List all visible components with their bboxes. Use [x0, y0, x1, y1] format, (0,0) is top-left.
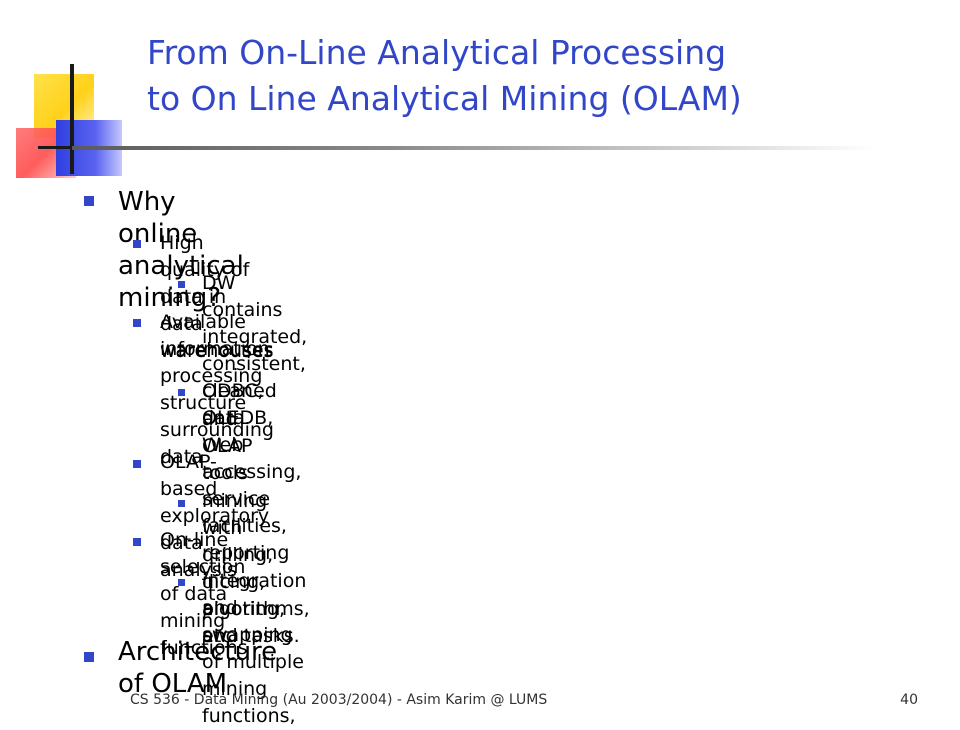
- bullet-mining-drilling: mining with drilling, dicing, pivoting, …: [202, 490, 286, 647]
- bullet-architecture-olam: Architecture of OLAM: [118, 637, 278, 699]
- bullet-available-info-line1: Available information processing structu…: [160, 311, 274, 468]
- bullet-why-online-mining: Why online analytical mining?: [118, 187, 244, 313]
- slide-number: 40: [900, 692, 918, 708]
- bullet-marker: [133, 460, 141, 468]
- bullet-marker: [133, 240, 141, 248]
- slide-title: From On-Line Analytical Processing to On…: [147, 30, 927, 122]
- bullet-odbc-line2: and OLAP tools: [202, 408, 253, 484]
- bullet-integration-line2: algorithms, and tasks.: [202, 598, 310, 647]
- bullet-high-quality-data: High quality of data in data warehouses: [160, 232, 274, 362]
- bullet-marker: [178, 389, 185, 396]
- bullet-marker: [133, 538, 141, 546]
- bullet-marker: [84, 652, 94, 662]
- bullet-marker: [178, 500, 185, 507]
- bullet-marker: [133, 319, 141, 327]
- footer-course-info: CS 536 - Data Mining (Au 2003/2004) - As…: [130, 692, 548, 708]
- bullet-dw-integrated: DW contains integrated, consistent, clea…: [202, 272, 308, 429]
- bullet-integration-line1: integration and swapping of multiple min…: [202, 570, 307, 727]
- bullet-marker: [178, 281, 185, 288]
- title-underline-rule: [72, 146, 872, 150]
- decor-vertical-bar: [70, 64, 74, 174]
- bullet-available-info-line2: warehouses: [160, 339, 274, 361]
- bullet-olap-exploratory: OLAP-based exploratory data analysis: [160, 451, 270, 581]
- bullet-odbc-line1: ODBC, OLEDB, Web accessing, service faci…: [202, 380, 302, 564]
- bullet-marker: [84, 196, 94, 206]
- bullet-online-selection: On-line selection of data mining functio…: [160, 529, 248, 659]
- bullet-marker: [178, 579, 185, 586]
- slide-title-line-2: to On Line Analytical Mining (OLAM): [147, 79, 742, 118]
- slide-title-line-1: From On-Line Analytical Processing: [147, 33, 727, 72]
